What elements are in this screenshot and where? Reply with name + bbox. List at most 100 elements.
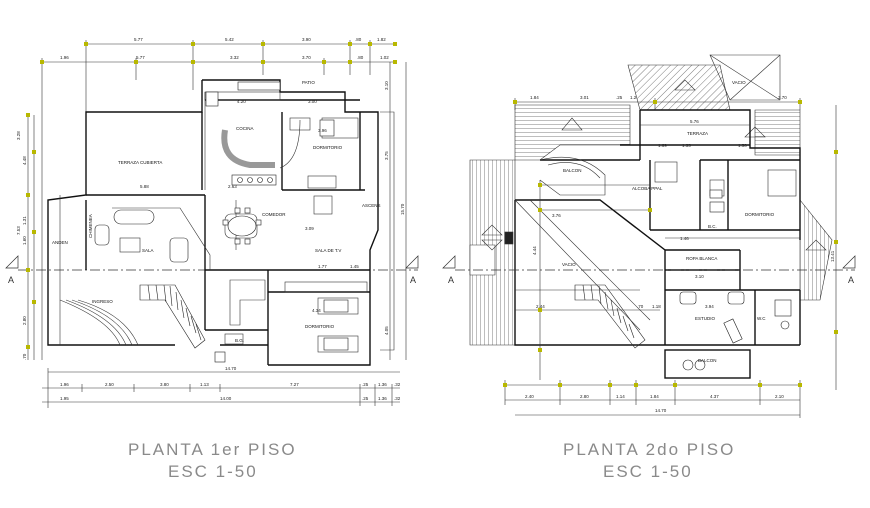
room-label-wc: W.C <box>757 316 766 321</box>
plan1-dimensions-left <box>27 115 35 360</box>
dim-label: 1.82 <box>377 37 386 42</box>
dim-label: 3.09 <box>305 226 314 231</box>
room-label-terraza: TERRAZA <box>687 131 708 136</box>
plan-2: A A 1.84 3.01 .25 1.2 3.70 5.76 1.69 1.3… <box>442 54 856 418</box>
dim-label: .70 <box>637 304 644 309</box>
dim-label: 3.80 <box>160 382 169 387</box>
plan1-scale: ESC 1-50 <box>168 462 258 481</box>
dim-label: 3.75 <box>384 151 389 160</box>
room-label-dormitorio-2: DORMITORIO <box>305 324 335 329</box>
section-mark-right: A <box>848 275 854 285</box>
plan1-inner-lines <box>59 91 368 353</box>
dim-label: 15.70 <box>400 203 405 215</box>
plan1-title: PLANTA 1er PISO <box>128 440 297 459</box>
dim-label: 2.80 <box>580 394 589 399</box>
dim-label: 3.76 <box>552 213 561 218</box>
dim-label: 2.40 <box>525 394 534 399</box>
dim-label: 4.05 <box>384 326 389 335</box>
dim-label: 14.00 <box>220 396 232 401</box>
room-label-terraza: TERRAZA CUBIERTA <box>118 160 162 165</box>
plan2-roofs <box>469 54 833 346</box>
plan1-stairs <box>139 284 206 349</box>
plan1-ticks <box>40 42 397 64</box>
plan1-right-labels: 3.10 3.75 4.05 15.70 <box>384 81 405 335</box>
dim-label: 1.84 <box>650 394 659 399</box>
dim-label: 1.13 <box>200 382 209 387</box>
dim-label: 1.02 <box>380 55 389 60</box>
room-label-ropa: ROPA BLANCA <box>686 256 717 261</box>
dim-label: 1.84 <box>530 95 539 100</box>
dim-label: 1.36 <box>378 382 387 387</box>
plan1-bottom-labels: 14.70 1.96 2.50 3.80 1.13 7.27 .25 1.36 … <box>60 366 401 401</box>
room-label-bano: B.C. <box>708 224 717 229</box>
dim-label: 2.10 <box>775 394 784 399</box>
section-mark-right: A <box>410 275 416 285</box>
dim-label: .25 <box>616 95 623 100</box>
dim-label: 4.37 <box>710 394 719 399</box>
room-label-dormitorio: DORMITORIO <box>745 212 775 217</box>
room-label-vacio-top: VACIO <box>732 80 746 85</box>
dim-label: 1.77 <box>318 264 327 269</box>
dim-label: .70 <box>22 353 27 360</box>
dim-label: .25 <box>362 396 369 401</box>
dim-label: 1.35 <box>682 143 691 148</box>
dim-label: 2.44 <box>536 304 545 309</box>
dim-label: 3.00 <box>308 99 317 104</box>
dim-label: 4.34 <box>312 308 321 313</box>
room-label-sala-tv: SALA DE T.V <box>315 248 341 253</box>
dim-label: 7.53 <box>16 226 21 235</box>
dim-label: 5.42 <box>225 37 234 42</box>
room-label-patio: PATIO <box>302 80 315 85</box>
dim-label: 1.96 <box>60 382 69 387</box>
room-label-ingreso: INGRESO <box>92 299 113 304</box>
dim-label: 4.20 <box>237 99 246 104</box>
dim-label: 4.48 <box>22 156 27 165</box>
dim-label: 3.96 <box>318 128 327 133</box>
dim-label: 1.96 <box>60 55 69 60</box>
room-label-sala: SALA <box>142 248 154 253</box>
plan2-room-labels: VACIO TERRAZA BALCON ALCOBA PPAL DORMITO… <box>562 80 775 363</box>
plan1-inner-labels: 4.20 3.00 3.96 5.88 2.63 3.09 1.77 1.45 … <box>140 99 359 313</box>
dim-label: 5.76 <box>690 119 699 124</box>
room-label-anden: ANDEN <box>52 240 68 245</box>
section-mark-left: A <box>448 275 454 285</box>
dim-label: 5.77 <box>136 55 145 60</box>
plan1-dimensions-right <box>380 62 407 360</box>
dim-label: 3.10 <box>384 81 389 90</box>
dim-label: 3.70 <box>778 95 787 100</box>
dim-label: .80 <box>357 55 364 60</box>
dim-label: 1.45 <box>350 264 359 269</box>
dim-label: 3.28 <box>16 131 21 140</box>
room-label-balcon: BALCON <box>563 168 582 173</box>
dim-label: 2.63 <box>228 184 237 189</box>
dim-label: 1.14 <box>616 394 625 399</box>
dim-label: 4.44 <box>532 246 537 255</box>
dim-label: 7.27 <box>290 382 299 387</box>
plan1-dim-labels: 5.77 5.42 3.90 .80 1.82 1.96 5.77 3.32 3… <box>60 37 389 60</box>
dim-label: 1.95 <box>60 396 69 401</box>
plan1-left-ticks <box>26 113 36 349</box>
dim-label: 1.2 <box>630 95 637 100</box>
dim-label: 2.50 <box>105 382 114 387</box>
dim-label: 14.70 <box>225 366 237 371</box>
plan1-dimensions-bottom <box>42 368 400 408</box>
room-label-balcon-2: BALCON <box>698 358 717 363</box>
dim-label: 14.70 <box>655 408 667 413</box>
dim-label: .32 <box>394 396 401 401</box>
room-label-comedor: COMEDOR <box>262 212 286 217</box>
room-label-chimenea: CHIMENEA <box>88 214 93 238</box>
dim-label: 3.94 <box>705 304 714 309</box>
dim-label: 13.41 <box>830 250 835 262</box>
dim-label: 1.46 <box>680 236 689 241</box>
dim-label: 3.10 <box>695 274 704 279</box>
plan2-scale: ESC 1-50 <box>603 462 693 481</box>
dim-label: 3.70 <box>302 55 311 60</box>
plan2-title: PLANTA 2do PISO <box>563 440 736 459</box>
dim-label: 1.60 <box>22 236 27 245</box>
dim-label: 1.50 <box>738 143 747 148</box>
room-label-alcoba: ALCOBA PPAL <box>632 186 663 191</box>
plan2-inner <box>504 156 797 331</box>
plan2-dim-labels: 1.84 3.01 .25 1.2 3.70 5.76 1.69 1.35 1.… <box>525 95 835 413</box>
dim-label: 1.36 <box>378 396 387 401</box>
